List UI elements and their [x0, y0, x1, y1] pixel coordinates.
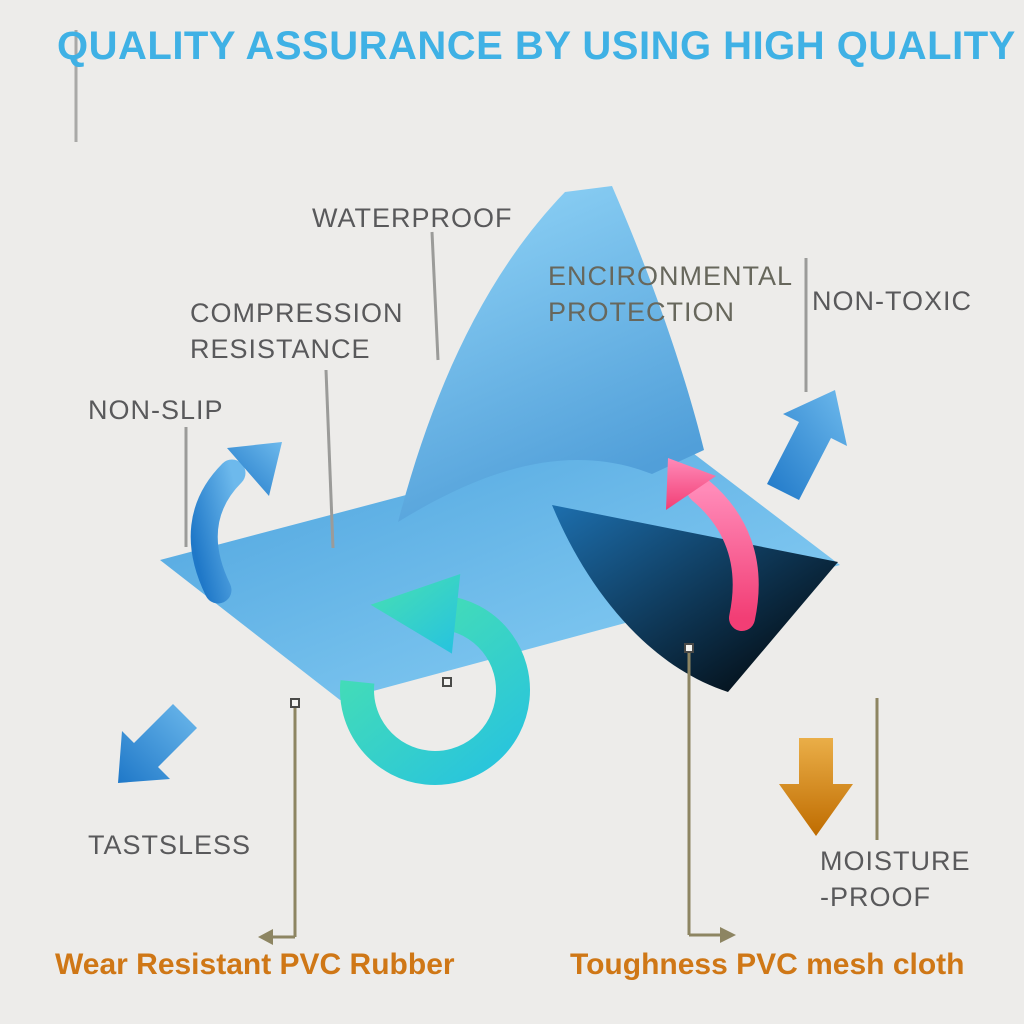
label-moisture-line1: MOISTURE: [820, 846, 971, 876]
non-slip-arrow-icon: [190, 442, 282, 604]
label-tasteless: TASTSLESS: [88, 830, 252, 860]
anchor-marker: [290, 698, 300, 708]
rotate-arrow-icon: [340, 574, 530, 785]
compression-connector-line: [324, 369, 335, 549]
moisture-arrow-icon: [779, 738, 853, 836]
label-environmental-line1: ENCIRONMENTAL: [548, 261, 794, 291]
label-moisture-line2: -PROOF: [820, 882, 931, 912]
wear-resistant-connector: [258, 708, 297, 945]
label-environmental-protection: ENCIRONMENTAL PROTECTION: [548, 258, 793, 330]
toughness-connector: [687, 652, 736, 943]
label-compression-resistance: COMPRESSION RESISTANCE: [190, 295, 404, 367]
caption-wear-resistant: Wear Resistant PVC Rubber: [55, 948, 455, 981]
label-compression-line1: COMPRESSION: [190, 298, 404, 328]
label-compression-line2: RESISTANCE: [190, 334, 371, 364]
label-non-slip: NON-SLIP: [88, 395, 224, 425]
caption-toughness: Toughness PVC mesh cloth: [570, 948, 965, 981]
non-toxic-arrow-icon: [767, 390, 847, 500]
anchor-marker: [442, 677, 452, 687]
mat-underside: [552, 505, 838, 692]
label-non-toxic: NON-TOXIC: [812, 286, 973, 316]
anchor-marker: [684, 643, 694, 653]
label-waterproof: WATERPROOF: [312, 203, 513, 233]
label-moisture-proof: MOISTURE -PROOF: [820, 843, 971, 915]
bottom-left-arrow-icon: [118, 704, 197, 783]
folded-sheet: [398, 186, 704, 522]
label-environmental-line2: PROTECTION: [548, 297, 736, 327]
page-title: QUALITY ASSURANCE BY USING HIGH QUALITY: [57, 24, 1016, 68]
waterproof-connector-line: [430, 231, 440, 361]
flex-arrow-icon: [666, 458, 759, 631]
